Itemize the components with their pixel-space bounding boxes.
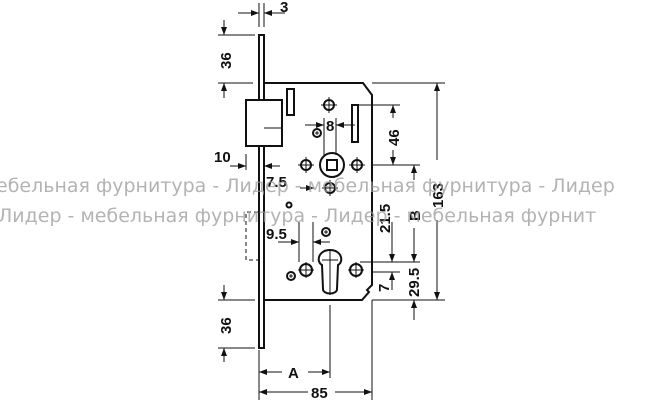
dim-cylinder-offset: 9.5 xyxy=(266,226,287,243)
dim-spindle-square: 8 xyxy=(326,118,334,135)
watermark-line-2: Лидер - мебельная фурнитура - Лидер - ме… xyxy=(0,205,596,227)
dim-case-depth: 85 xyxy=(311,385,328,400)
dim-spindle-to-cylinder: 21.5 xyxy=(377,204,394,233)
lock-case xyxy=(262,82,373,301)
spindle-hub xyxy=(319,152,345,178)
watermark-line-1: ебельная фурнитура - Лидер - мебельная ф… xyxy=(0,175,615,197)
lever-bar xyxy=(351,104,359,143)
dim-bottom-offset: 36 xyxy=(218,317,235,334)
latch-slot xyxy=(286,88,295,116)
dim-center-distance: B xyxy=(407,210,424,221)
dim-cylinder-to-bottom: 29.5 xyxy=(406,268,423,297)
dim-bolt-offset: 7.5 xyxy=(266,174,287,191)
dim-cylinder-bottom: 7 xyxy=(376,284,393,292)
dim-backset: A xyxy=(288,365,299,382)
latch-bolt xyxy=(245,99,283,147)
dim-case-height: 163 xyxy=(430,183,447,208)
dim-faceplate-thickness: 3 xyxy=(280,0,288,16)
dim-latch-projection: 10 xyxy=(214,149,231,166)
faceplate xyxy=(258,34,265,349)
dim-top-offset: 36 xyxy=(218,52,235,69)
mounting-holes xyxy=(285,97,365,278)
dim-spindle-to-top: 46 xyxy=(386,129,403,146)
screws xyxy=(286,128,331,281)
dimension-lines xyxy=(218,3,445,400)
